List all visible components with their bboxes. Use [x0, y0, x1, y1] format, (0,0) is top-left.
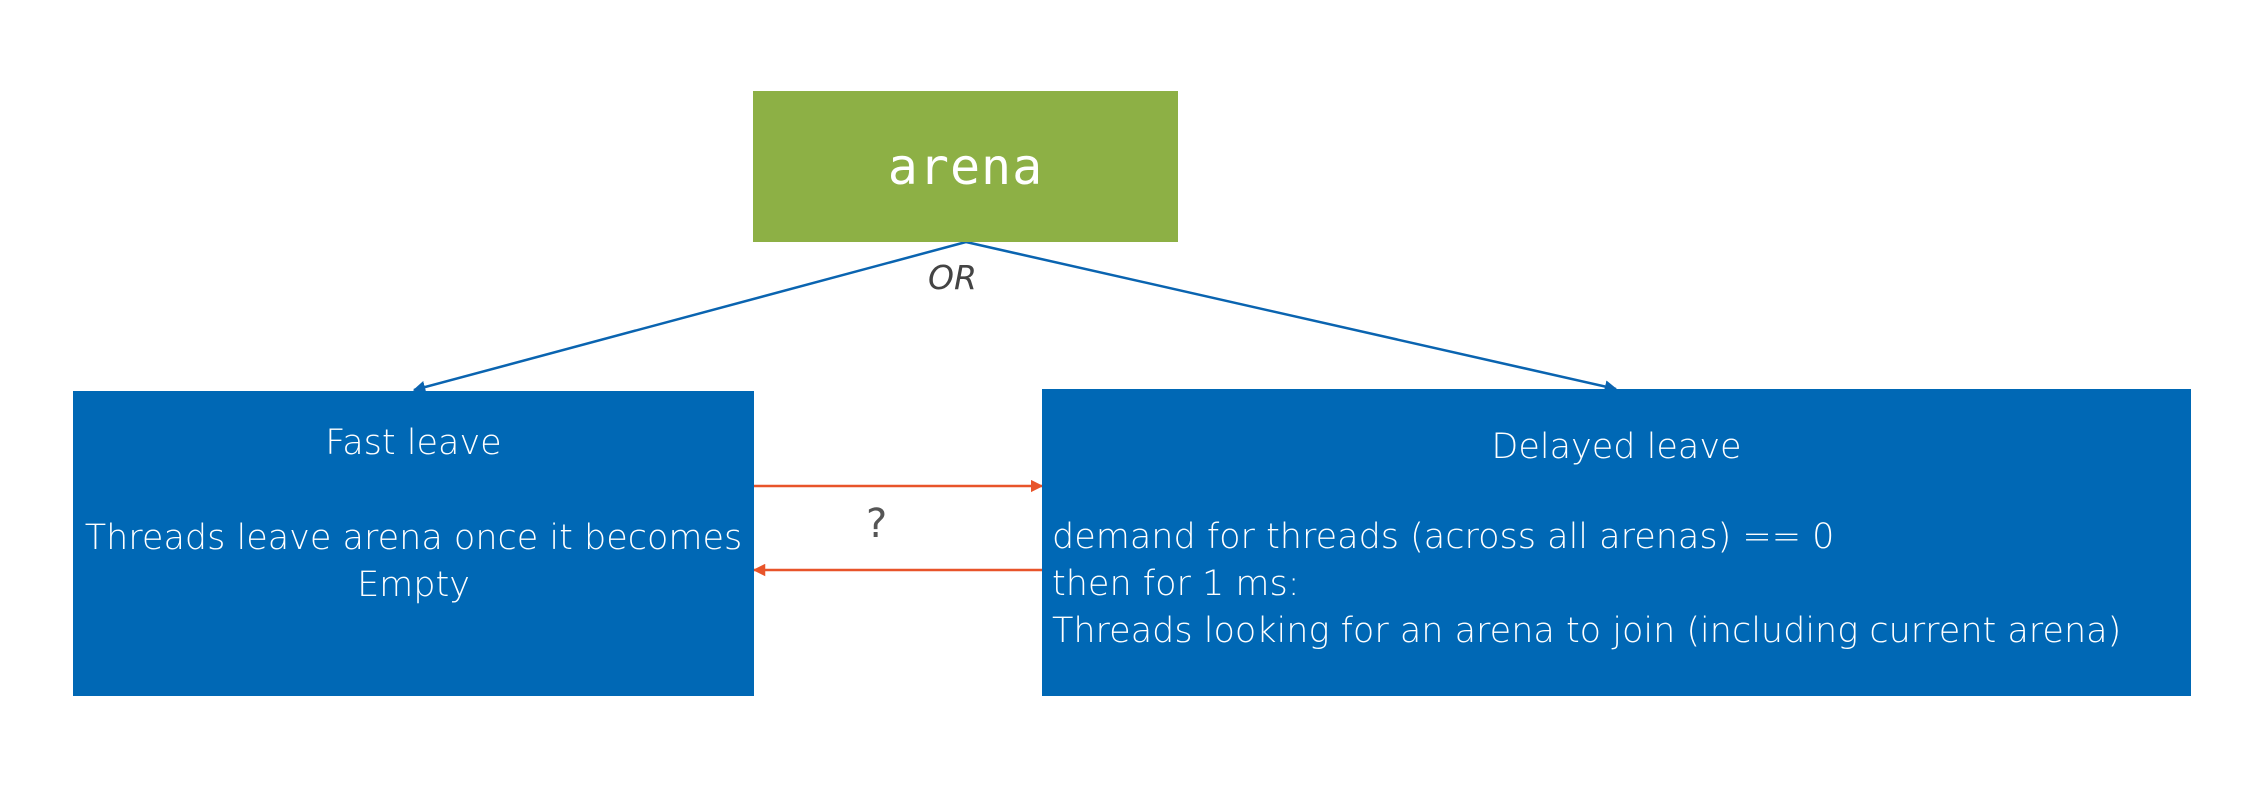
- fast-leave-description-line: Empty: [357, 565, 470, 605]
- delayed-leave-node: Delayed leave demand for threads (across…: [1042, 389, 2191, 696]
- fast-leave-description-line: Threads leave arena once it becomes: [84, 518, 743, 558]
- delayed-leave-line: then for 1 ms:: [1052, 564, 1300, 604]
- connector-to-delayed-leave: [965, 240, 1618, 393]
- delayed-leave-line: Threads looking for an arena to join (in…: [1052, 611, 2122, 651]
- fast-leave-title: Fast leave: [325, 423, 502, 463]
- connector-to-fast-leave: [412, 240, 967, 394]
- delayed-leave-description: demand for threads (across all arenas) =…: [1052, 514, 2181, 655]
- arena-node: arena: [753, 91, 1178, 242]
- or-label: OR: [928, 258, 977, 297]
- arena-node-label: arena: [887, 137, 1044, 196]
- fast-leave-node: Fast leave Threads leave arena once it b…: [73, 391, 754, 696]
- fast-leave-description: Threads leave arena once it becomes Empt…: [83, 515, 744, 609]
- delayed-leave-title: Delayed leave: [1491, 427, 1742, 467]
- delayed-leave-line: demand for threads (across all arenas) =…: [1052, 517, 1835, 557]
- question-label: ?: [866, 501, 888, 547]
